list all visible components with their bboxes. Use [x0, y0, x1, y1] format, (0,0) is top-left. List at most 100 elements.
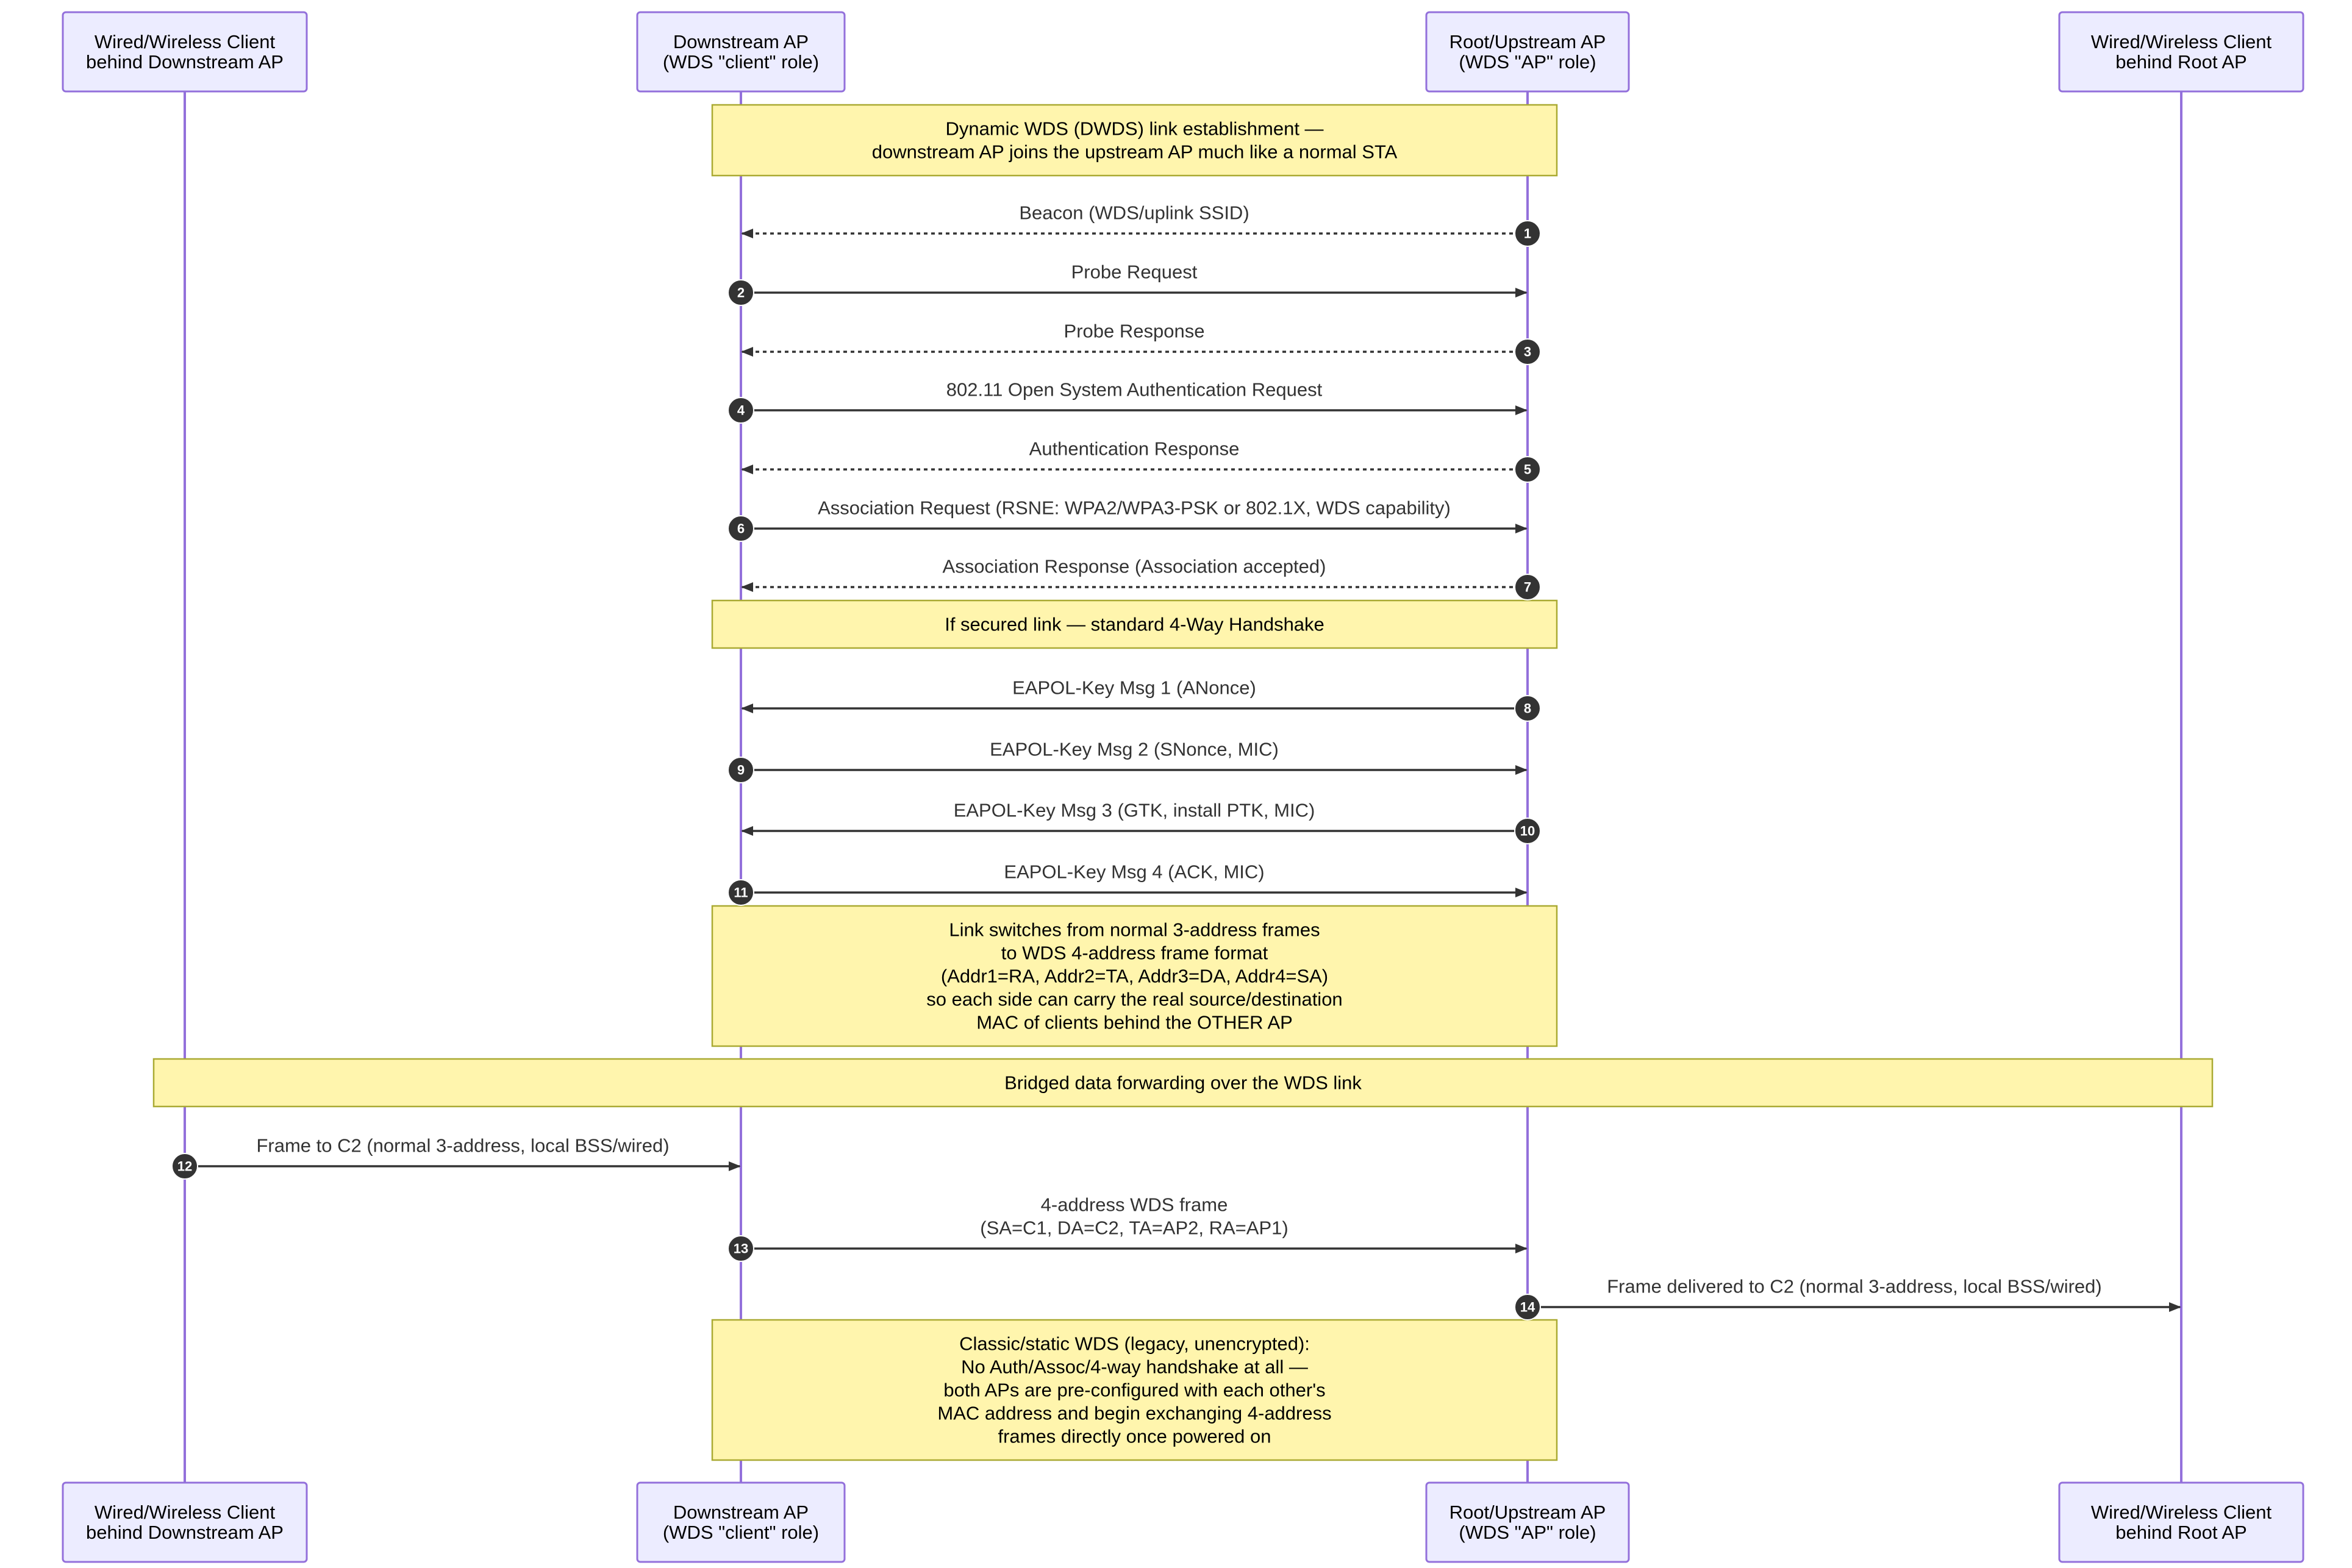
sequence-number: 3: [1524, 344, 1531, 360]
actor-label: behind Root AP: [2115, 51, 2247, 73]
sequence-number: 9: [737, 763, 745, 778]
actor-ap2-bottom: Downstream AP(WDS "client" role): [636, 1481, 846, 1563]
actor-box: [2058, 1481, 2304, 1563]
sequence-number-badge: [1514, 695, 1541, 722]
sequence-number: 8: [1524, 701, 1531, 716]
note-box: [711, 104, 1558, 177]
note: Classic/static WDS (legacy, unencrypted)…: [711, 1319, 1558, 1461]
sequence-number: 14: [1520, 1300, 1535, 1315]
note-text: MAC address and begin exchanging 4-addre…: [937, 1403, 1331, 1424]
notes-layer: Dynamic WDS (DWDS) link establishment —d…: [152, 104, 2214, 1461]
message-label: EAPOL-Key Msg 4 (ACK, MIC): [1004, 861, 1264, 883]
message-11: EAPOL-Key Msg 4 (ACK, MIC) 11: [727, 861, 1528, 906]
note-text: No Auth/Assoc/4-way handshake at all —: [961, 1356, 1308, 1378]
actor-ap1-top: Root/Upstream AP(WDS "AP" role): [1425, 11, 1630, 93]
sequence-number-badge: [1514, 818, 1541, 844]
message-label: 802.11 Open System Authentication Reques…: [946, 379, 1323, 401]
note-text: Bridged data forwarding over the WDS lin…: [1004, 1072, 1362, 1094]
note-text: so each side can carry the real source/d…: [926, 989, 1342, 1010]
sequence-number: 4: [737, 403, 745, 418]
message-label: Authentication Response: [1029, 438, 1240, 460]
actor-label: Wired/Wireless Client: [2091, 31, 2272, 52]
note: If secured link — standard 4-Way Handsha…: [711, 599, 1558, 649]
actor-label: (WDS "AP" role): [1459, 1522, 1596, 1543]
actor-label: (WDS "client" role): [663, 51, 819, 73]
note-text: downstream AP joins the upstream AP much…: [872, 141, 1398, 163]
note-text: MAC of clients behind the OTHER AP: [976, 1012, 1293, 1033]
message-label: Probe Request: [1071, 262, 1198, 283]
sequence-number-badge: [727, 879, 754, 906]
sequence-number: 7: [1524, 580, 1531, 595]
message-8: EAPOL-Key Msg 1 (ANonce) 8: [741, 677, 1541, 722]
actor-box: [636, 11, 846, 93]
message-label: EAPOL-Key Msg 2 (SNonce, MIC): [990, 739, 1279, 760]
sequence-number: 11: [734, 885, 748, 900]
sequence-number-badge: [1514, 574, 1541, 600]
note-text: Dynamic WDS (DWDS) link establishment —: [945, 118, 1323, 140]
sequence-number-badge: [1514, 1294, 1541, 1320]
sequence-number-badge: [727, 279, 754, 306]
actor-label: Downstream AP: [673, 31, 809, 52]
actor-box: [1425, 11, 1630, 93]
note-text: frames directly once powered on: [998, 1426, 1271, 1447]
note-box: [152, 1058, 2214, 1108]
note: Bridged data forwarding over the WDS lin…: [152, 1058, 2214, 1108]
note-box: [711, 1319, 1558, 1461]
sequence-number: 12: [177, 1159, 192, 1174]
message-3: Probe Response 3: [741, 321, 1541, 365]
actor-label: behind Root AP: [2115, 1522, 2247, 1543]
actor-label: Downstream AP: [673, 1502, 809, 1523]
sequence-number-badge: [1514, 338, 1541, 365]
message-label: 4-address WDS frame: [1041, 1194, 1228, 1216]
actor-box: [62, 1481, 308, 1563]
sequence-number-badge: [727, 515, 754, 542]
actor-label: Wired/Wireless Client: [95, 31, 276, 52]
sequence-number: 10: [1520, 824, 1535, 839]
sequence-number-badge: [171, 1153, 198, 1180]
actor-ap1-bottom: Root/Upstream AP(WDS "AP" role): [1425, 1481, 1630, 1563]
note: Link switches from normal 3-address fram…: [711, 905, 1558, 1047]
note-text: to WDS 4-address frame format: [1001, 943, 1268, 964]
actor-label: behind Downstream AP: [86, 1522, 284, 1543]
message-label: Probe Response: [1064, 321, 1205, 342]
message-9: EAPOL-Key Msg 2 (SNonce, MIC) 9: [727, 739, 1528, 783]
note-box: [711, 599, 1558, 649]
message-5: Authentication Response 5: [741, 438, 1541, 483]
message-label: EAPOL-Key Msg 1 (ANonce): [1012, 677, 1256, 699]
message-label: EAPOL-Key Msg 3 (GTK, install PTK, MIC): [954, 800, 1315, 821]
message-label: Beacon (WDS/uplink SSID): [1019, 202, 1249, 224]
sequence-number: 6: [737, 521, 745, 536]
message-6: Association Request (RSNE: WPA2/WPA3-PSK…: [727, 497, 1528, 542]
message-label: Frame delivered to C2 (normal 3-address,…: [1607, 1276, 2101, 1297]
actor-label: (WDS "AP" role): [1459, 51, 1596, 73]
message-label: Association Response (Association accept…: [943, 556, 1326, 577]
lifelines-layer: [184, 91, 2182, 1483]
message-label: Frame to C2 (normal 3-address, local BSS…: [256, 1135, 669, 1156]
actor-label: behind Downstream AP: [86, 51, 284, 73]
message-4: 802.11 Open System Authentication Reques…: [727, 379, 1528, 424]
actor-box: [2058, 11, 2304, 93]
actor-ap2-top: Downstream AP(WDS "client" role): [636, 11, 846, 93]
note-text: Classic/static WDS (legacy, unencrypted)…: [959, 1333, 1310, 1355]
actor-label: Root/Upstream AP: [1449, 31, 1606, 52]
message-label: (SA=C1, DA=C2, TA=AP2, RA=AP1): [980, 1217, 1288, 1239]
actor-label: Wired/Wireless Client: [95, 1502, 276, 1523]
actor-label: Wired/Wireless Client: [2091, 1502, 2272, 1523]
note: Dynamic WDS (DWDS) link establishment —d…: [711, 104, 1558, 177]
message-7: Association Response (Association accept…: [741, 556, 1541, 600]
note-box: [711, 905, 1558, 1047]
actor-box: [636, 1481, 846, 1563]
message-12: Frame to C2 (normal 3-address, local BSS…: [171, 1135, 741, 1180]
note-text: Link switches from normal 3-address fram…: [949, 919, 1320, 941]
sequence-number-badge: [727, 397, 754, 424]
message-14: Frame delivered to C2 (normal 3-address,…: [1514, 1276, 2181, 1320]
note-text: (Addr1=RA, Addr2=TA, Addr3=DA, Addr4=SA): [941, 966, 1328, 987]
sequence-number: 5: [1524, 462, 1531, 477]
message-13: 4-address WDS frame(SA=C1, DA=C2, TA=AP2…: [727, 1194, 1528, 1262]
